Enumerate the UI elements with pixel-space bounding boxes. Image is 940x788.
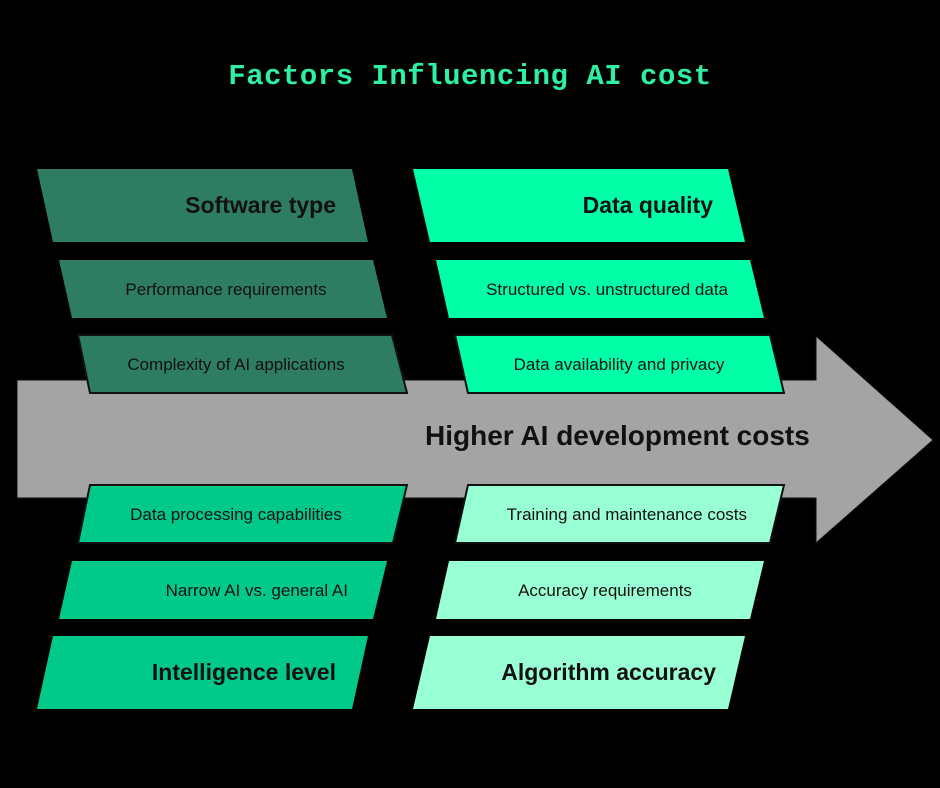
data-quality-heading: Data quality [582,192,713,218]
data-quality-item-2-shape [453,334,786,394]
algorithm-accuracy-item: Training and maintenance costs [506,504,747,524]
arrow-label: Higher AI development costs [425,420,810,451]
software-type-item: Performance requirements [125,279,327,299]
data-quality-item: Structured vs. unstructured data [486,279,728,299]
software-type-heading-shape [37,169,368,242]
algorithm-accuracy-heading-shape [413,636,745,709]
diagram-title: Factors Influencing AI cost [228,60,712,93]
algorithm-accuracy-item-2-shape [436,561,764,619]
intelligence-level-item: Narrow AI vs. general AI [165,580,348,600]
data-quality-item-1-shape [436,260,764,318]
algorithm-accuracy-heading: Algorithm accuracy [501,659,716,685]
intelligence-level-item: Data processing capabilities [130,504,342,524]
software-type-item-2-shape [76,334,409,394]
intelligence-level-item-2-shape [59,561,387,619]
algorithm-accuracy-item-1-shape [453,484,786,544]
intelligence-level-item-1-shape [76,484,409,544]
algorithm-accuracy-item: Accuracy requirements [518,580,692,600]
intelligence-level-heading-shape [37,636,368,709]
software-type-item-1-shape [59,260,387,318]
software-type-item: Complexity of AI applications [127,354,345,374]
data-quality-item: Data availability and privacy [513,354,725,374]
intelligence-level-heading: Intelligence level [151,659,336,685]
software-type-heading: Software type [185,192,336,218]
data-quality-heading-shape [413,169,745,242]
